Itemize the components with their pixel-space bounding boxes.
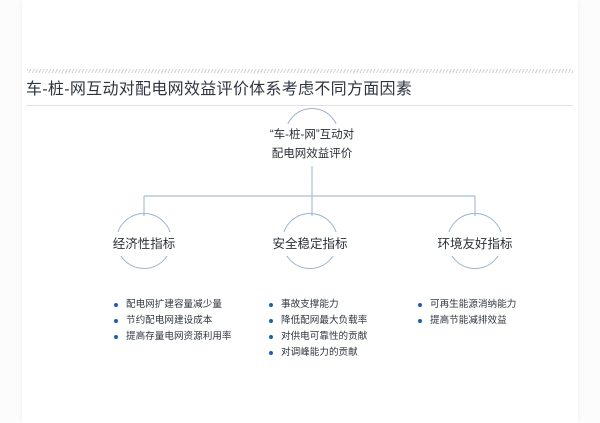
list-item: 降低配网最大负载率 (269, 313, 429, 329)
list-item: 提高存量电网资源利用率 (114, 329, 274, 345)
list-item: 配电网扩建容量减少量 (114, 297, 274, 313)
list-item: 对供电可靠性的贡献 (269, 329, 429, 345)
list-item-label: 配电网扩建容量减少量 (126, 299, 222, 310)
bullet-list-environment: 可再生能源消纳能力提高节能减排效益 (418, 297, 578, 329)
list-item-label: 提高存量电网资源利用率 (126, 331, 232, 342)
bullet-dot-icon (269, 351, 273, 355)
root-node-label: “车-桩-网”互动对 配电网效益评价 (232, 124, 392, 166)
bullet-list-economic: 配电网扩建容量减少量节约配电网建设成本提高存量电网资源利用率 (114, 297, 274, 345)
bullet-dot-icon (418, 303, 422, 307)
list-item: 对调峰能力的贡献 (269, 345, 429, 361)
list-item-label: 事故支撑能力 (281, 299, 339, 310)
bullet-dot-icon (114, 303, 118, 307)
bullet-dot-icon (418, 319, 422, 323)
bullet-dot-icon (269, 335, 273, 339)
list-item-label: 对供电可靠性的贡献 (281, 331, 368, 342)
bullet-dot-icon (269, 303, 273, 307)
decorative-hatch-band (27, 69, 573, 73)
list-item-label: 对调峰能力的贡献 (281, 347, 358, 358)
list-item: 节约配电网建设成本 (114, 313, 274, 329)
branch-label-economic: 经济性指标 (79, 232, 209, 256)
list-item-label: 提高节能减排效益 (430, 315, 507, 326)
bullet-list-safety: 事故支撑能力降低配网最大负载率对供电可靠性的贡献对调峰能力的贡献 (269, 297, 429, 361)
root-label-line-2: 配电网效益评价 (271, 148, 353, 160)
branch-label-environment: 环境友好指标 (410, 232, 540, 256)
page-title: 车-桩-网互动对配电网效益评价体系考虑不同方面因素 (26, 81, 413, 98)
list-item: 提高节能减排效益 (418, 313, 578, 329)
bullet-dot-icon (114, 335, 118, 339)
list-item-label: 降低配网最大负载率 (281, 315, 368, 326)
content-card (22, 0, 578, 423)
list-item: 可再生能源消纳能力 (418, 297, 578, 313)
list-item: 事故支撑能力 (269, 297, 429, 313)
bullet-dot-icon (114, 319, 118, 323)
root-label-line-1: “车-桩-网”互动对 (269, 129, 355, 141)
list-item-label: 节约配电网建设成本 (126, 315, 213, 326)
title-divider (26, 105, 573, 106)
bullet-dot-icon (269, 319, 273, 323)
branch-label-safety: 安全稳定指标 (245, 232, 375, 256)
list-item-label: 可再生能源消纳能力 (430, 299, 517, 310)
